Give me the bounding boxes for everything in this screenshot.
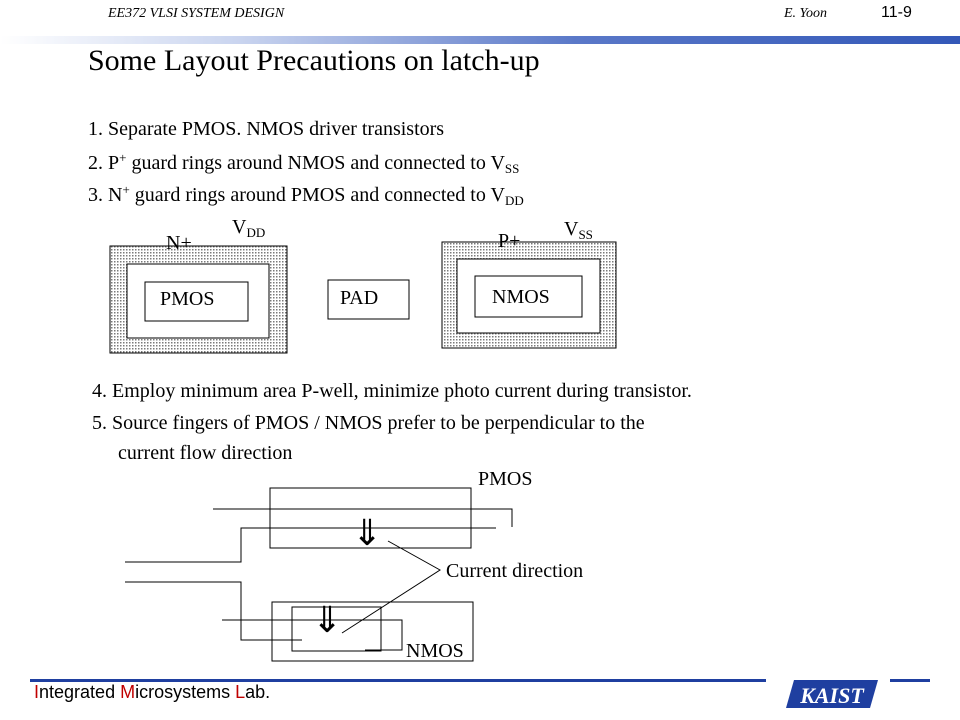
nmos-finger-wire bbox=[222, 619, 403, 651]
pmos-finger-wire bbox=[213, 508, 513, 527]
pmos-region bbox=[269, 487, 472, 549]
list-item-4: 4. Employ minimum area P-well, minimize … bbox=[92, 380, 692, 402]
footer-line-left bbox=[30, 679, 766, 682]
pmos-box bbox=[144, 281, 249, 322]
svg-text:KAIST: KAIST bbox=[799, 683, 865, 708]
pad-label: PAD bbox=[340, 287, 379, 309]
pmos-down-arrow-icon: ⇓ bbox=[352, 513, 382, 553]
left-wire-bottom bbox=[125, 581, 302, 641]
footer-line-right bbox=[890, 679, 930, 682]
vss-label: VSS bbox=[564, 218, 593, 242]
list-item-5-cont: current flow direction bbox=[118, 442, 293, 464]
course-title: EE372 VLSI SYSTEM DESIGN bbox=[108, 6, 285, 21]
header-bar bbox=[0, 36, 960, 44]
pmos-diagram-label: PMOS bbox=[478, 468, 533, 490]
lab-name: Integrated Microsystems Lab. bbox=[34, 682, 271, 702]
author-name: E. Yoon bbox=[784, 6, 828, 21]
left-wire-top bbox=[125, 527, 496, 563]
nmos-box bbox=[474, 275, 583, 318]
nmos-label: NMOS bbox=[492, 286, 550, 308]
list-item-5: 5. Source fingers of PMOS / NMOS prefer … bbox=[92, 412, 645, 434]
nmos-inner-region bbox=[291, 606, 382, 652]
nmos-region bbox=[271, 601, 474, 662]
current-direction-label: Current direction bbox=[446, 560, 584, 582]
list-item-2: 2. P+ guard rings around NMOS and connec… bbox=[88, 150, 520, 176]
pad-box bbox=[327, 279, 410, 320]
n-plus-label: N+ bbox=[166, 232, 192, 254]
p-plus-label: P+ bbox=[498, 230, 521, 252]
list-item-1: 1. Separate PMOS. NMOS driver transistor… bbox=[88, 118, 445, 140]
list-item-3: 3. N+ guard rings around PMOS and connec… bbox=[88, 182, 524, 208]
pmos-label: PMOS bbox=[160, 288, 215, 310]
current-direction-leader bbox=[341, 540, 441, 634]
vdd-label: VDD bbox=[232, 216, 266, 240]
kaist-logo: KAIST bbox=[786, 680, 878, 708]
nmos-down-arrow-icon: ⇓ bbox=[312, 600, 342, 640]
slide-title: Some Layout Precautions on latch-up bbox=[88, 44, 540, 77]
nmos-diagram-label: NMOS bbox=[406, 640, 464, 662]
slide-number: 11-9 bbox=[881, 4, 912, 21]
